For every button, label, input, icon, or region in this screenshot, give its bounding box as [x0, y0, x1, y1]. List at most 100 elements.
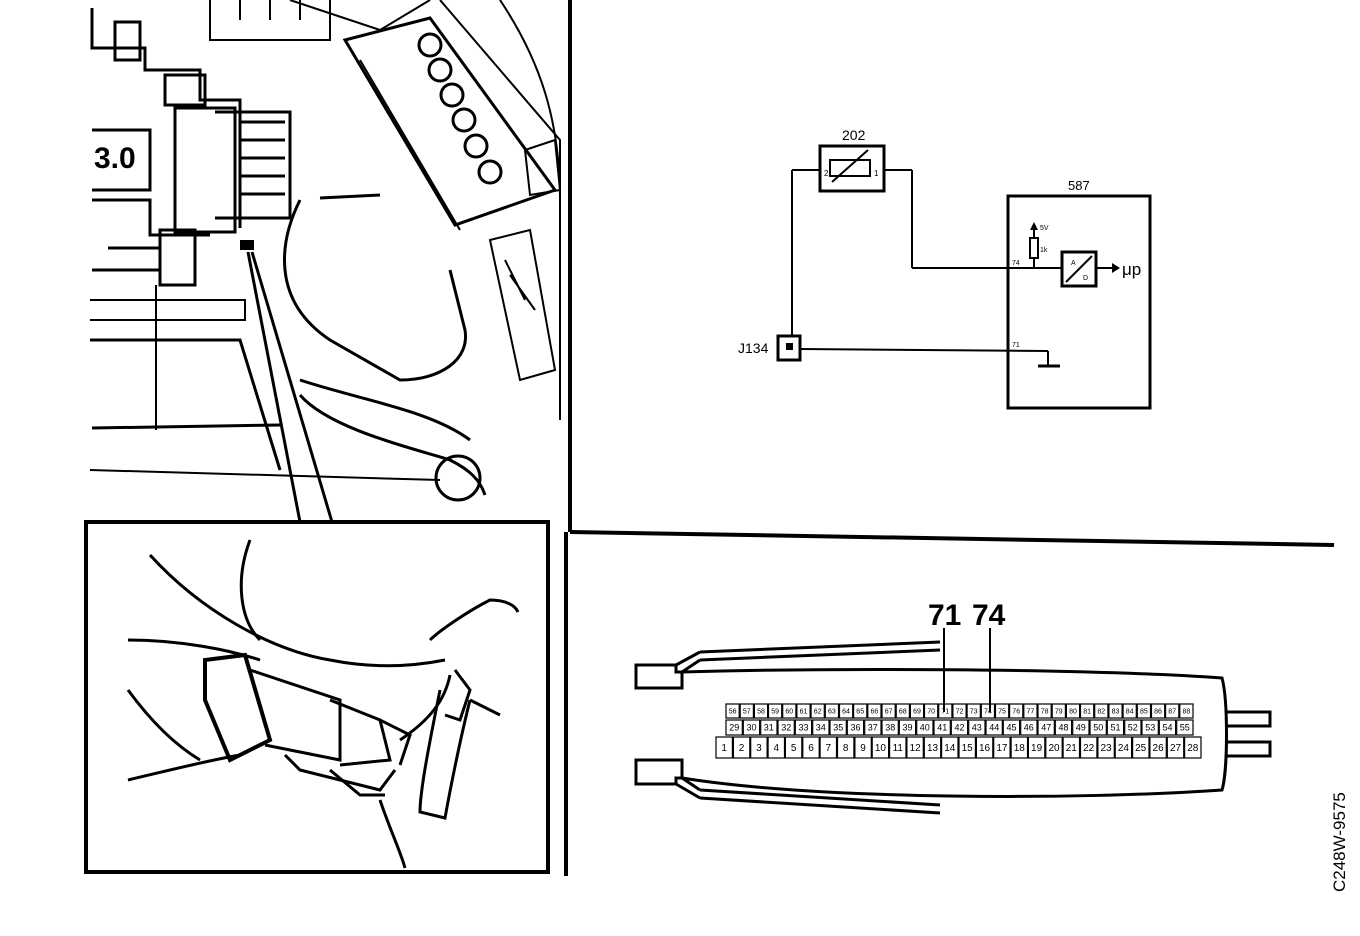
callout-pin-74: 74	[972, 599, 1006, 632]
connector-pin-cell	[923, 736, 942, 759]
connector-pin-cell	[994, 703, 1010, 719]
connector-pin-number: 62	[814, 709, 822, 716]
sensor-location-marker	[240, 240, 254, 250]
connector-pin-number: 84	[1126, 709, 1134, 716]
connector-pin-cell	[753, 703, 769, 719]
connector-pin-cell	[1131, 736, 1150, 759]
connector-pin-cell	[940, 736, 959, 759]
control-unit-id-label: 587	[1068, 178, 1090, 193]
connector-pin-cell	[952, 703, 967, 719]
connector-pin-number: 2	[739, 743, 745, 754]
connector-pin-cell	[1158, 719, 1177, 736]
ground-pin-label: 71	[1012, 342, 1020, 349]
connector-pin-number: 51	[1110, 723, 1120, 733]
connector-pin-number: 58	[757, 709, 765, 716]
connector-pin-cell	[784, 736, 803, 759]
connector-pin-cell	[1051, 703, 1066, 719]
connector-pin-cell	[985, 719, 1003, 736]
connector-pin-cell	[1183, 736, 1202, 759]
connector-pin-number: 37	[868, 723, 878, 733]
output-label: μp	[1122, 260, 1141, 279]
connector-pin-number: 16	[979, 743, 991, 754]
sensor-closeup-drawing	[126, 539, 520, 869]
connector-pin-number: 36	[850, 723, 860, 733]
connector-pin-number: 7	[826, 743, 832, 754]
sensor-detail-inset	[84, 520, 550, 874]
connector-pin-cell	[1166, 736, 1185, 759]
connector-pin-cell	[1065, 703, 1081, 719]
connector-pin-cell	[854, 736, 872, 759]
connector-pin-number: 47	[1041, 723, 1051, 733]
connector-pin-cell	[829, 719, 847, 736]
connector-pin-cell	[836, 736, 855, 759]
connector-pin-number: 61	[800, 709, 808, 716]
connector-pin-number: 28	[1187, 743, 1199, 754]
connector-pin-cell	[838, 703, 854, 719]
connector-pin-cell	[1020, 719, 1038, 736]
pullup-resistor-symbol	[1029, 237, 1039, 259]
connector-pin-cell	[739, 703, 755, 719]
connector-pin-cell	[1179, 703, 1194, 719]
resistor-value-label: 1k	[1040, 247, 1048, 254]
connector-pin-number: 31	[764, 723, 774, 733]
connector-pin-number: 68	[899, 709, 907, 716]
connector-pin-cell	[871, 736, 890, 759]
connector-pin-cell	[909, 703, 925, 719]
connector-pin-cell	[767, 736, 786, 759]
sensor-pin-right: 1	[874, 169, 879, 178]
connector-pin-cell	[881, 719, 899, 736]
connector-pin-cell	[898, 719, 917, 736]
connector-pin-number: 88	[1183, 709, 1191, 716]
figure-reference: C248W-9575	[1330, 792, 1349, 892]
panel-dividers	[564, 0, 1335, 876]
connector-pin-cell	[1072, 719, 1090, 736]
connector-pin-cell	[867, 703, 882, 719]
connector-pin-number: 25	[1135, 743, 1147, 754]
connector-pin-cell	[767, 703, 783, 719]
connector-pin-number: 50	[1093, 723, 1103, 733]
connector-pin-number: 52	[1128, 723, 1138, 733]
connector-pin-cell	[725, 719, 743, 736]
connector-pin-cell	[975, 736, 994, 759]
connector-pin-number: 24	[1118, 743, 1130, 754]
connector-pin-number: 81	[1083, 709, 1091, 716]
sensor-id-label: 202	[842, 127, 866, 143]
connector-pin-number: 41	[937, 723, 947, 733]
supply-voltage-label: 5V	[1040, 225, 1049, 232]
connector-pin-cell	[777, 719, 795, 736]
connector-pin-cell	[1176, 719, 1194, 736]
connector-pin-cell	[782, 703, 797, 719]
connector-pin-cell	[760, 719, 778, 736]
connector-pin-cell	[812, 719, 830, 736]
connector-pin-number: 64	[842, 709, 850, 716]
connector-pin-number: 85	[1140, 709, 1148, 716]
connector-pin-number: 60	[785, 709, 793, 716]
connector-pin-number: 67	[885, 709, 893, 716]
connector-pin-cell	[958, 736, 976, 759]
connector-pin-cell	[1114, 736, 1133, 759]
connector-pin-number: 54	[1162, 723, 1172, 733]
connector-pin-cell	[1027, 736, 1046, 759]
connector-pin-number: 59	[771, 709, 779, 716]
connector-pin-cell	[1164, 703, 1180, 719]
connector-pin-cell	[938, 703, 953, 719]
connector-pin-cell	[881, 703, 896, 719]
connector-pin-number: 46	[1024, 723, 1034, 733]
connector-pin-cell	[864, 719, 882, 736]
connector-pin-cell	[732, 736, 751, 759]
connector-pin-cell	[950, 719, 969, 736]
input-pin-label: 74	[1012, 260, 1020, 267]
connector-pin-number: 80	[1069, 709, 1077, 716]
connector-pin-cell	[824, 703, 840, 719]
connector-pin-number: 32	[781, 723, 791, 733]
connector-pin-number: 26	[1153, 743, 1165, 754]
connector-pin-cell	[1136, 703, 1152, 719]
connector-pin-number: 42	[954, 723, 964, 733]
connector-pin-number: 19	[1031, 743, 1043, 754]
thermistor-symbol	[829, 159, 871, 177]
connector-pin-cell	[1079, 703, 1095, 719]
connector-pin-cell	[933, 719, 951, 736]
connector-pin-cell	[1108, 703, 1123, 719]
